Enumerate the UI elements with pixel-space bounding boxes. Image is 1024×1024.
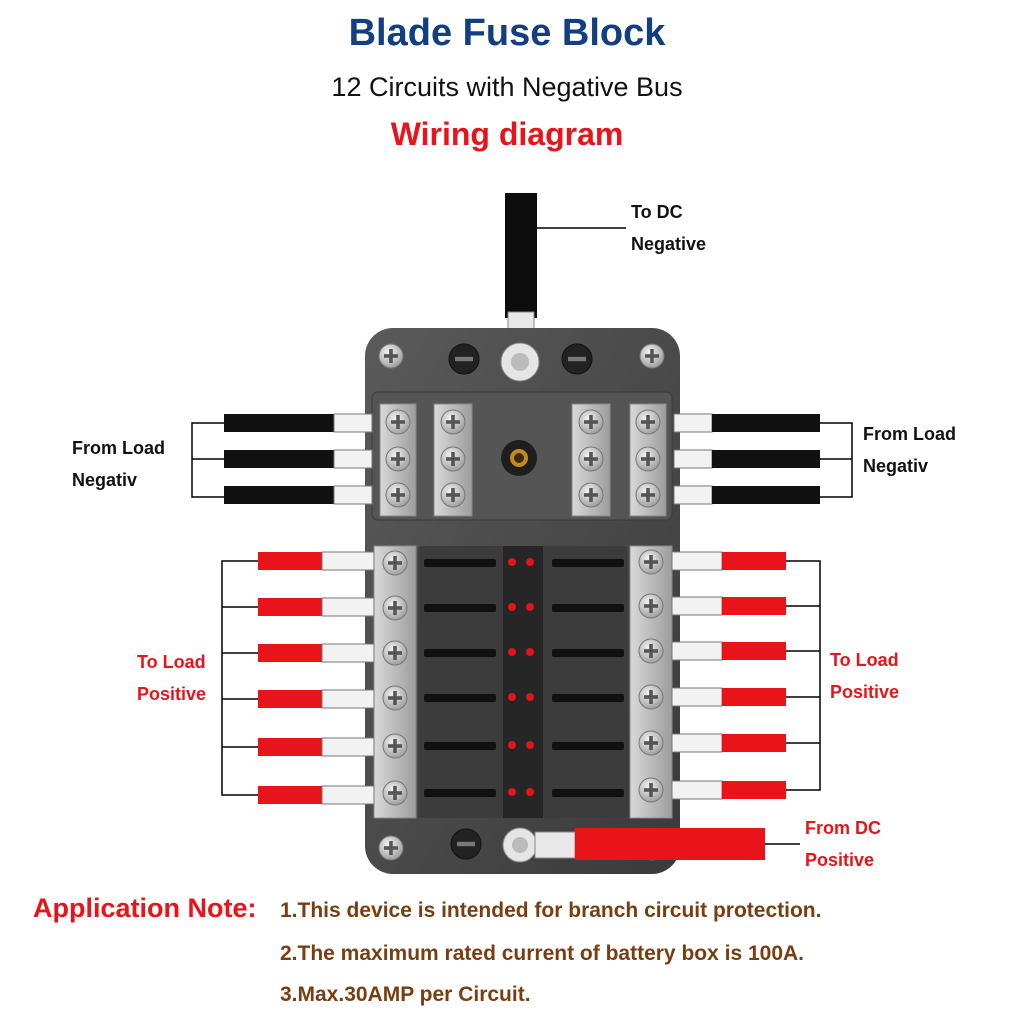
label-line: Negative [631, 234, 707, 254]
page-subtitle: 12 Circuits with Negative Bus [331, 72, 683, 102]
application-note-label: Application Note: [33, 893, 257, 923]
negative-wires-left [191, 413, 373, 505]
label-line: Positive [830, 682, 900, 702]
positive-stud [502, 827, 538, 863]
positive-wires-left [221, 551, 375, 805]
page-title: Blade Fuse Block [348, 12, 666, 54]
label-from-load-negative-left: From Load Negativ [72, 432, 165, 496]
label-line: Negativ [863, 456, 929, 476]
note-item: 3.Max.30AMP per Circuit. [280, 983, 531, 1006]
blade-fuse-icon [424, 559, 624, 797]
label-line: To Load [137, 652, 206, 672]
positive-terminals-left [373, 545, 417, 819]
label-from-load-negative-right: From Load Negativ [863, 418, 956, 482]
dc-negative-cable [505, 193, 626, 339]
label-to-load-positive-right: To Load Positive [830, 644, 899, 708]
label-line: To DC [631, 202, 683, 222]
positive-wires-right [671, 551, 821, 800]
negative-bus-strips [379, 403, 667, 517]
center-port [501, 440, 537, 476]
plus-screw-icon [378, 343, 404, 369]
label-line: From DC [805, 818, 881, 838]
label-line: From Load [72, 438, 165, 458]
label-to-dc-negative: To DC Negative [631, 196, 706, 260]
note-item: 1.This device is intended for branch cir… [280, 899, 822, 922]
positive-terminals-right [629, 545, 673, 819]
label-from-dc-positive: From DC Positive [805, 812, 881, 876]
note-item: 2.The maximum rated current of battery b… [280, 942, 804, 965]
label-line: From Load [863, 424, 956, 444]
label-line: Negativ [72, 470, 138, 490]
minus-screw-icon [448, 343, 480, 375]
plus-screw-icon [378, 835, 404, 861]
label-line: Positive [137, 684, 207, 704]
plus-screw-icon [639, 343, 665, 369]
label-line: Positive [805, 850, 875, 870]
negative-wires-right [673, 413, 853, 505]
minus-screw-icon [561, 343, 593, 375]
led-indicator-icon [508, 558, 534, 796]
minus-screw-icon [450, 828, 482, 860]
label-line: To Load [830, 650, 899, 670]
diagram-heading: Wiring diagram [390, 116, 624, 152]
dc-positive-cable [534, 828, 800, 860]
negative-stud [500, 342, 540, 382]
label-to-load-positive-left: To Load Positive [137, 646, 206, 710]
